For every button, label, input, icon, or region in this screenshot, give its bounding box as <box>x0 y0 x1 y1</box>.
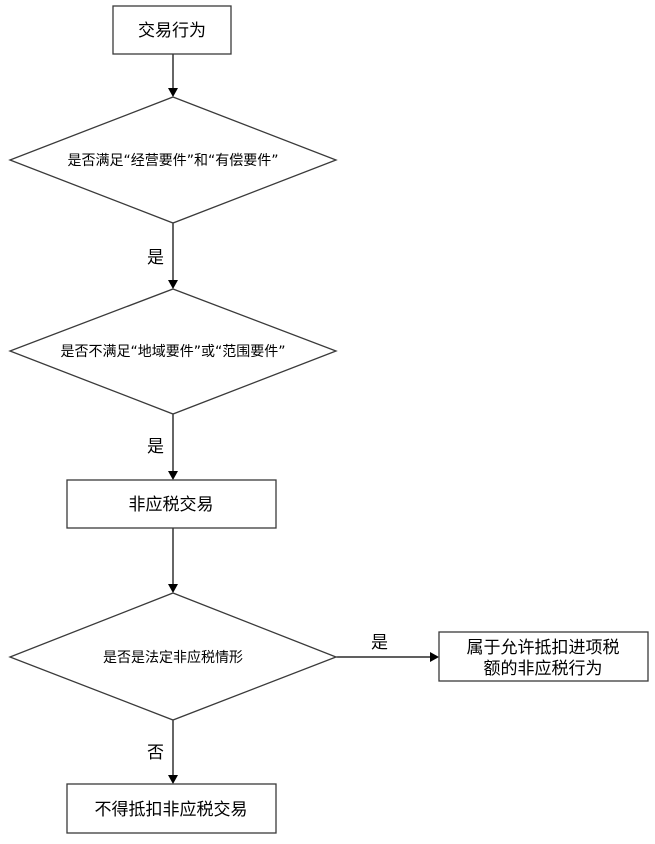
edge-decision1-to-decision2 <box>168 223 178 289</box>
not-deductible-label: 不得抵扣非应税交易 <box>95 800 248 820</box>
edge-label-yes-2: 是 <box>147 437 164 457</box>
decision-3-label: 是否是法定非应税情形 <box>103 649 243 666</box>
edge-decision2-to-non-taxable <box>168 414 178 480</box>
start-label: 交易行为 <box>138 21 206 41</box>
decision-1: 是否满足“经营要件”和“有偿要件” <box>8 96 338 224</box>
edge-label-no: 否 <box>147 743 164 763</box>
allowed-deduction-label-line2: 额的非应税行为 <box>484 659 603 679</box>
decision-3: 是否是法定非应税情形 <box>8 592 338 721</box>
edge-decision3-yes <box>336 652 439 662</box>
non-taxable-label: 非应税交易 <box>129 495 214 515</box>
decision-1-label: 是否满足“经营要件”和“有偿要件” <box>67 153 278 169</box>
allowed-deduction-label-line1: 属于允许抵扣进项税 <box>467 638 620 658</box>
edge-label-yes-3: 是 <box>371 633 388 653</box>
non-taxable-node: 非应税交易 <box>66 479 277 529</box>
decision-2: 是否不满足“地域要件”或“范围要件” <box>8 288 338 415</box>
edge-start-to-decision1 <box>168 54 178 97</box>
not-deductible-node: 不得抵扣非应税交易 <box>66 783 277 834</box>
decision-2-label: 是否不满足“地域要件”或“范围要件” <box>60 343 285 360</box>
start-node: 交易行为 <box>112 5 232 55</box>
edge-decision3-no <box>168 720 178 784</box>
edge-non-taxable-to-decision3 <box>168 528 178 593</box>
allowed-deduction-node: 属于允许抵扣进项税 额的非应税行为 <box>438 631 649 682</box>
edge-label-yes-1: 是 <box>147 248 164 268</box>
